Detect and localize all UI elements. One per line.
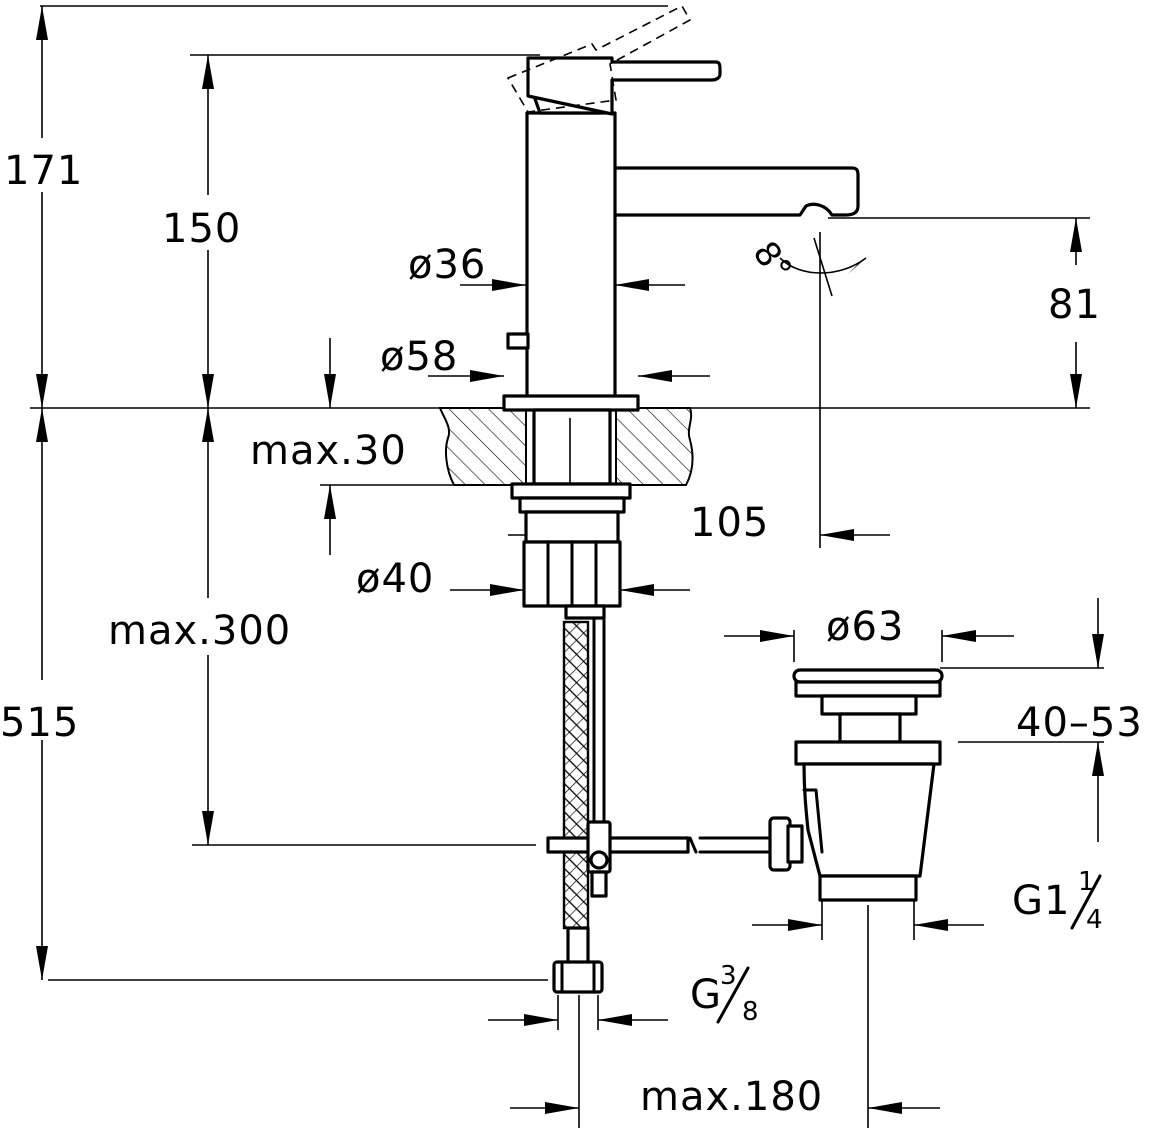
svg-text:4: 4	[1086, 905, 1103, 935]
dimension-labels: 171 150 ø36 ø58 8° 81 max.30 105 ø40 max…	[0, 148, 1143, 1120]
label-81: 81	[1048, 282, 1101, 328]
label-105: 105	[690, 500, 769, 546]
label-diameter-36: ø36	[408, 242, 486, 288]
label-max-180: max.180	[640, 1074, 823, 1120]
svg-text:G1: G1	[1012, 878, 1070, 924]
faucet-body	[502, 4, 867, 412]
label-515: 515	[0, 700, 79, 746]
label-waste-thread: G1 1 4	[1012, 867, 1103, 935]
label-40-53: 40–53	[1016, 700, 1143, 746]
label-150: 150	[162, 206, 241, 252]
label-angle-8: 8°	[745, 234, 800, 289]
supply-hose	[552, 618, 606, 994]
popup-rod	[546, 820, 770, 898]
label-diameter-40: ø40	[356, 556, 434, 602]
label-supply-thread: G 3 8	[690, 961, 759, 1027]
svg-text:1: 1	[1078, 867, 1095, 897]
label-diameter-63: ø63	[826, 604, 904, 650]
svg-text:8: 8	[742, 997, 759, 1027]
label-max-300: max.300	[108, 608, 291, 654]
svg-text:G: G	[690, 972, 722, 1018]
shank-and-nut	[510, 408, 632, 620]
svg-text:3: 3	[720, 961, 737, 991]
label-171: 171	[4, 148, 83, 194]
dimension-lines	[36, 6, 1104, 1114]
countertop-section	[438, 407, 694, 486]
label-diameter-58: ø58	[380, 334, 458, 380]
label-max-30: max.30	[250, 428, 407, 474]
waste-assembly	[768, 668, 944, 902]
